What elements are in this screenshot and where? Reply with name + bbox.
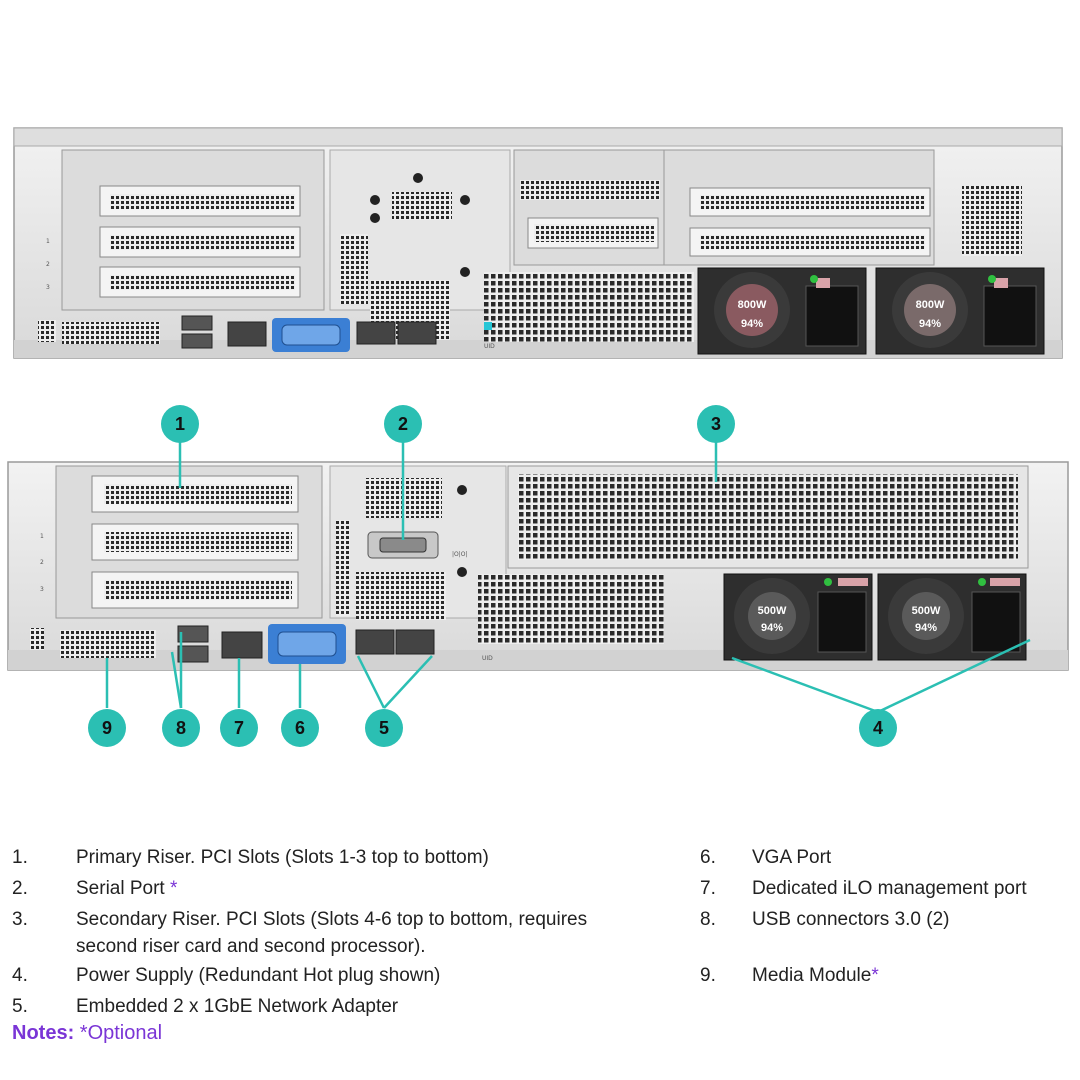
bottom-iolo-label: |O|O|	[452, 551, 468, 558]
bottom-center-plate: |O|O|	[329, 465, 507, 620]
callout-9: 9	[88, 709, 126, 747]
callout-7: 7	[220, 709, 258, 747]
callout-4: 4	[859, 709, 897, 747]
top-psu-1: 800W 94%	[697, 267, 867, 355]
bottom-psu-2-wattage: 500W	[912, 605, 941, 617]
callout-2: 2	[384, 405, 422, 443]
svg-text:5: 5	[379, 718, 389, 738]
bottom-serial-port	[367, 531, 439, 559]
top-media-module	[62, 322, 160, 344]
bottom-center-vent	[478, 574, 664, 644]
bottom-media-module	[60, 630, 156, 658]
top-network-ports	[356, 321, 437, 345]
top-psu-1-wattage: 800W	[738, 299, 767, 311]
legend-num-3: 3.	[12, 909, 28, 930]
notes-text: *Optional	[74, 1022, 163, 1044]
notes: Notes: *Optional	[12, 1022, 162, 1045]
legend-text-3-cont: second riser card and second processor).	[76, 936, 426, 957]
legend-text-9: Media Module*	[752, 965, 879, 986]
callout-1: 1	[161, 405, 199, 443]
top-slot-label-3: 3	[46, 284, 50, 291]
bottom-slot-label-3: 3	[40, 586, 44, 593]
svg-text:8: 8	[176, 718, 186, 738]
top-ilo-port	[227, 321, 267, 347]
top-slot-label-1: 1	[46, 238, 50, 245]
top-uid-label: UID	[484, 343, 495, 350]
callout-5: 5	[365, 709, 403, 747]
bottom-ilo-port	[221, 631, 263, 659]
legend-num-8: 8.	[700, 909, 716, 930]
legend-num-2: 2.	[12, 878, 28, 899]
bottom-psu-1: 500W 94%	[723, 573, 873, 661]
bottom-psu-2: 500W 94%	[877, 573, 1027, 661]
legend-num-5: 5.	[12, 996, 28, 1017]
server-rear-diagram: 1 2 3	[7, 127, 1069, 747]
legend-text-8: USB connectors 3.0 (2)	[752, 909, 950, 930]
bottom-uid-label: UID	[482, 655, 493, 662]
top-center-vent	[484, 272, 694, 342]
bottom-psu-2-efficiency: 94%	[915, 622, 937, 634]
callout-8: 8	[162, 709, 200, 747]
legend-num-6: 6.	[700, 847, 716, 868]
svg-text:6: 6	[295, 718, 305, 738]
bottom-vga-port	[268, 624, 346, 664]
top-secondary-riser	[513, 149, 1022, 266]
top-chassis: 1 2 3	[13, 127, 1063, 359]
legend-text-2: Serial Port *	[76, 878, 178, 899]
top-uid-led	[484, 322, 492, 330]
svg-text:2: 2	[398, 414, 408, 434]
legend-num-7: 7.	[700, 878, 716, 899]
svg-text:9: 9	[102, 718, 112, 738]
bottom-secondary-riser	[507, 465, 1029, 569]
top-psu-1-efficiency: 94%	[741, 318, 763, 330]
svg-text:1: 1	[175, 414, 185, 434]
bottom-slot-label-2: 2	[40, 559, 44, 566]
svg-text:7: 7	[234, 718, 244, 738]
svg-text:3: 3	[711, 414, 721, 434]
top-psu-2-efficiency: 94%	[919, 318, 941, 330]
top-usb-ports	[181, 315, 213, 349]
top-psu-2-wattage: 800W	[916, 299, 945, 311]
bottom-usb-ports	[177, 625, 209, 663]
callout-3: 3	[697, 405, 735, 443]
top-psu-2: 800W 94%	[875, 267, 1045, 355]
top-center-plate	[329, 149, 511, 340]
bottom-primary-riser: 1 2 3	[40, 465, 323, 619]
legend-text-7: Dedicated iLO management port	[752, 878, 1027, 899]
legend-text-6: VGA Port	[752, 847, 832, 868]
bottom-left-vent	[30, 628, 44, 650]
legend-num-9: 9.	[700, 965, 716, 986]
top-primary-riser: 1 2 3	[46, 149, 325, 311]
bottom-slot-label-1: 1	[40, 533, 44, 540]
legend-text-3: Secondary Riser. PCI Slots (Slots 4-6 to…	[76, 909, 588, 930]
legend-text-1: Primary Riser. PCI Slots (Slots 1-3 top …	[76, 847, 489, 868]
callout-6: 6	[281, 709, 319, 747]
legend-text-4: Power Supply (Redundant Hot plug shown)	[76, 965, 441, 986]
bottom-psu-1-wattage: 500W	[758, 605, 787, 617]
bottom-network-ports	[355, 629, 435, 655]
legend-text-5: Embedded 2 x 1GbE Network Adapter	[76, 996, 399, 1017]
callout-leader-lines	[105, 442, 1031, 714]
top-vga-port	[272, 318, 350, 352]
top-left-vent	[38, 320, 56, 342]
bottom-psu-1-efficiency: 94%	[761, 622, 783, 634]
bottom-chassis: 1 2 3 |O|O|	[7, 461, 1069, 671]
notes-label: Notes:	[12, 1022, 75, 1044]
legend-num-1: 1.	[12, 847, 28, 868]
svg-text:4: 4	[873, 718, 883, 738]
top-slot-label-2: 2	[46, 261, 50, 268]
legend-num-4: 4.	[12, 965, 28, 986]
